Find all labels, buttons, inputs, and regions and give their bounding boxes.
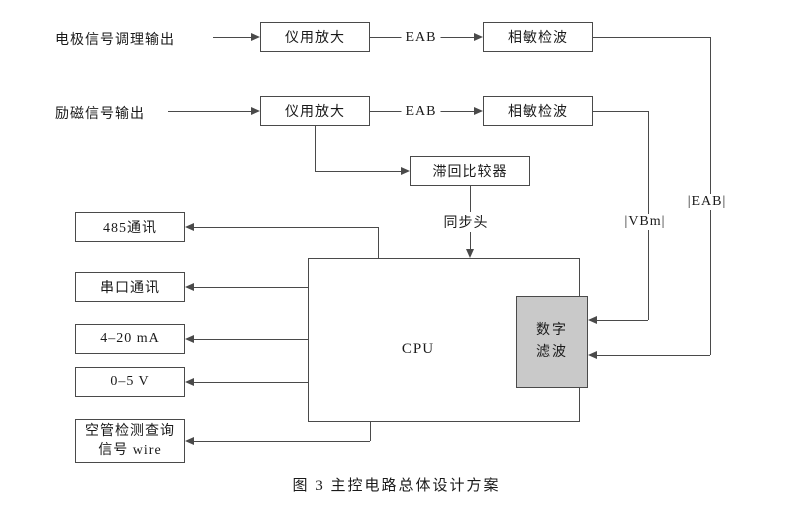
block-digital-filter-label-line1: 数字 <box>536 323 568 338</box>
block-4-20ma-label: 4–20 mA <box>100 331 160 346</box>
connector-to-hysteresis <box>315 171 401 172</box>
signal-label-vbm-abs: |VBm| <box>620 214 670 230</box>
block-empty-pipe-label-line1: 空管检测查询 <box>85 424 175 439</box>
connector-485-vertical <box>378 227 379 258</box>
connector-psd2-right <box>593 111 648 112</box>
signal-label-eab2: EAB <box>401 104 441 120</box>
arrowhead-into-amp2 <box>251 107 260 115</box>
signal-label-eab-abs: |EAB| <box>683 194 731 210</box>
block-hysteresis-label: 滞回比较器 <box>432 165 508 180</box>
arrowhead-eab-into-filter <box>588 351 597 359</box>
arrowhead-into-4-20ma <box>185 335 194 343</box>
block-serial-comm-label: 串口通讯 <box>100 281 160 296</box>
arrowhead-into-empty-pipe <box>185 437 194 445</box>
block-amp2-label: 仪用放大 <box>285 105 345 120</box>
excitation-signal-label: 励磁信号输出 <box>55 107 145 122</box>
connector-excitation-to-amp2 <box>168 111 251 112</box>
connector-amp2-down <box>315 126 316 171</box>
arrowhead-into-485 <box>185 223 194 231</box>
block-psd1-label: 相敏检波 <box>508 31 568 46</box>
signal-label-sync: 同步头 <box>439 212 493 232</box>
arrowhead-into-serial <box>185 283 194 291</box>
connector-vbm-into-filter <box>597 320 648 321</box>
block-485-comm: 485通讯 <box>75 212 185 242</box>
block-cpu-label: CPU <box>401 341 435 357</box>
block-serial-comm: 串口通讯 <box>75 272 185 302</box>
connector-cpu-to-485 <box>194 227 378 228</box>
block-empty-pipe-label-line2: 信号 wire <box>98 443 162 458</box>
connector-cpu-to-4-20ma <box>194 339 308 340</box>
arrowhead-into-psd1 <box>474 33 483 41</box>
block-empty-pipe: 空管检测查询 信号 wire <box>75 419 185 463</box>
block-digital-filter: 数字 滤波 <box>516 296 588 388</box>
connector-empty-pipe-vertical <box>370 422 371 441</box>
signal-label-eab1: EAB <box>401 30 441 46</box>
electrode-signal-label: 电极信号调理输出 <box>55 33 175 48</box>
connector-cpu-to-0-5v <box>194 382 308 383</box>
block-amp1: 仪用放大 <box>260 22 370 52</box>
connector-eab-into-filter <box>597 355 710 356</box>
block-psd2: 相敏检波 <box>483 96 593 126</box>
arrowhead-sync-into-cpu <box>466 249 474 258</box>
connector-cpu-to-empty-pipe <box>194 441 370 442</box>
block-psd1: 相敏检波 <box>483 22 593 52</box>
connector-cpu-to-serial <box>194 287 308 288</box>
block-psd2-label: 相敏检波 <box>508 105 568 120</box>
arrowhead-into-hysteresis <box>401 167 410 175</box>
block-0-5v-label: 0–5 V <box>110 374 150 389</box>
arrowhead-vbm-into-filter <box>588 316 597 324</box>
block-0-5v: 0–5 V <box>75 367 185 397</box>
arrowhead-into-amp1 <box>251 33 260 41</box>
block-4-20ma: 4–20 mA <box>75 324 185 354</box>
block-amp1-label: 仪用放大 <box>285 31 345 46</box>
arrowhead-into-0-5v <box>185 378 194 386</box>
arrowhead-into-psd2 <box>474 107 483 115</box>
block-amp2: 仪用放大 <box>260 96 370 126</box>
connector-electrode-to-amp1 <box>213 37 251 38</box>
block-485-comm-label: 485通讯 <box>103 221 157 236</box>
figure-caption: 图 3 主控电路总体设计方案 <box>292 478 501 494</box>
block-digital-filter-label-line2: 滤波 <box>536 345 568 360</box>
connector-psd1-right <box>593 37 710 38</box>
block-hysteresis: 滞回比较器 <box>410 156 530 186</box>
